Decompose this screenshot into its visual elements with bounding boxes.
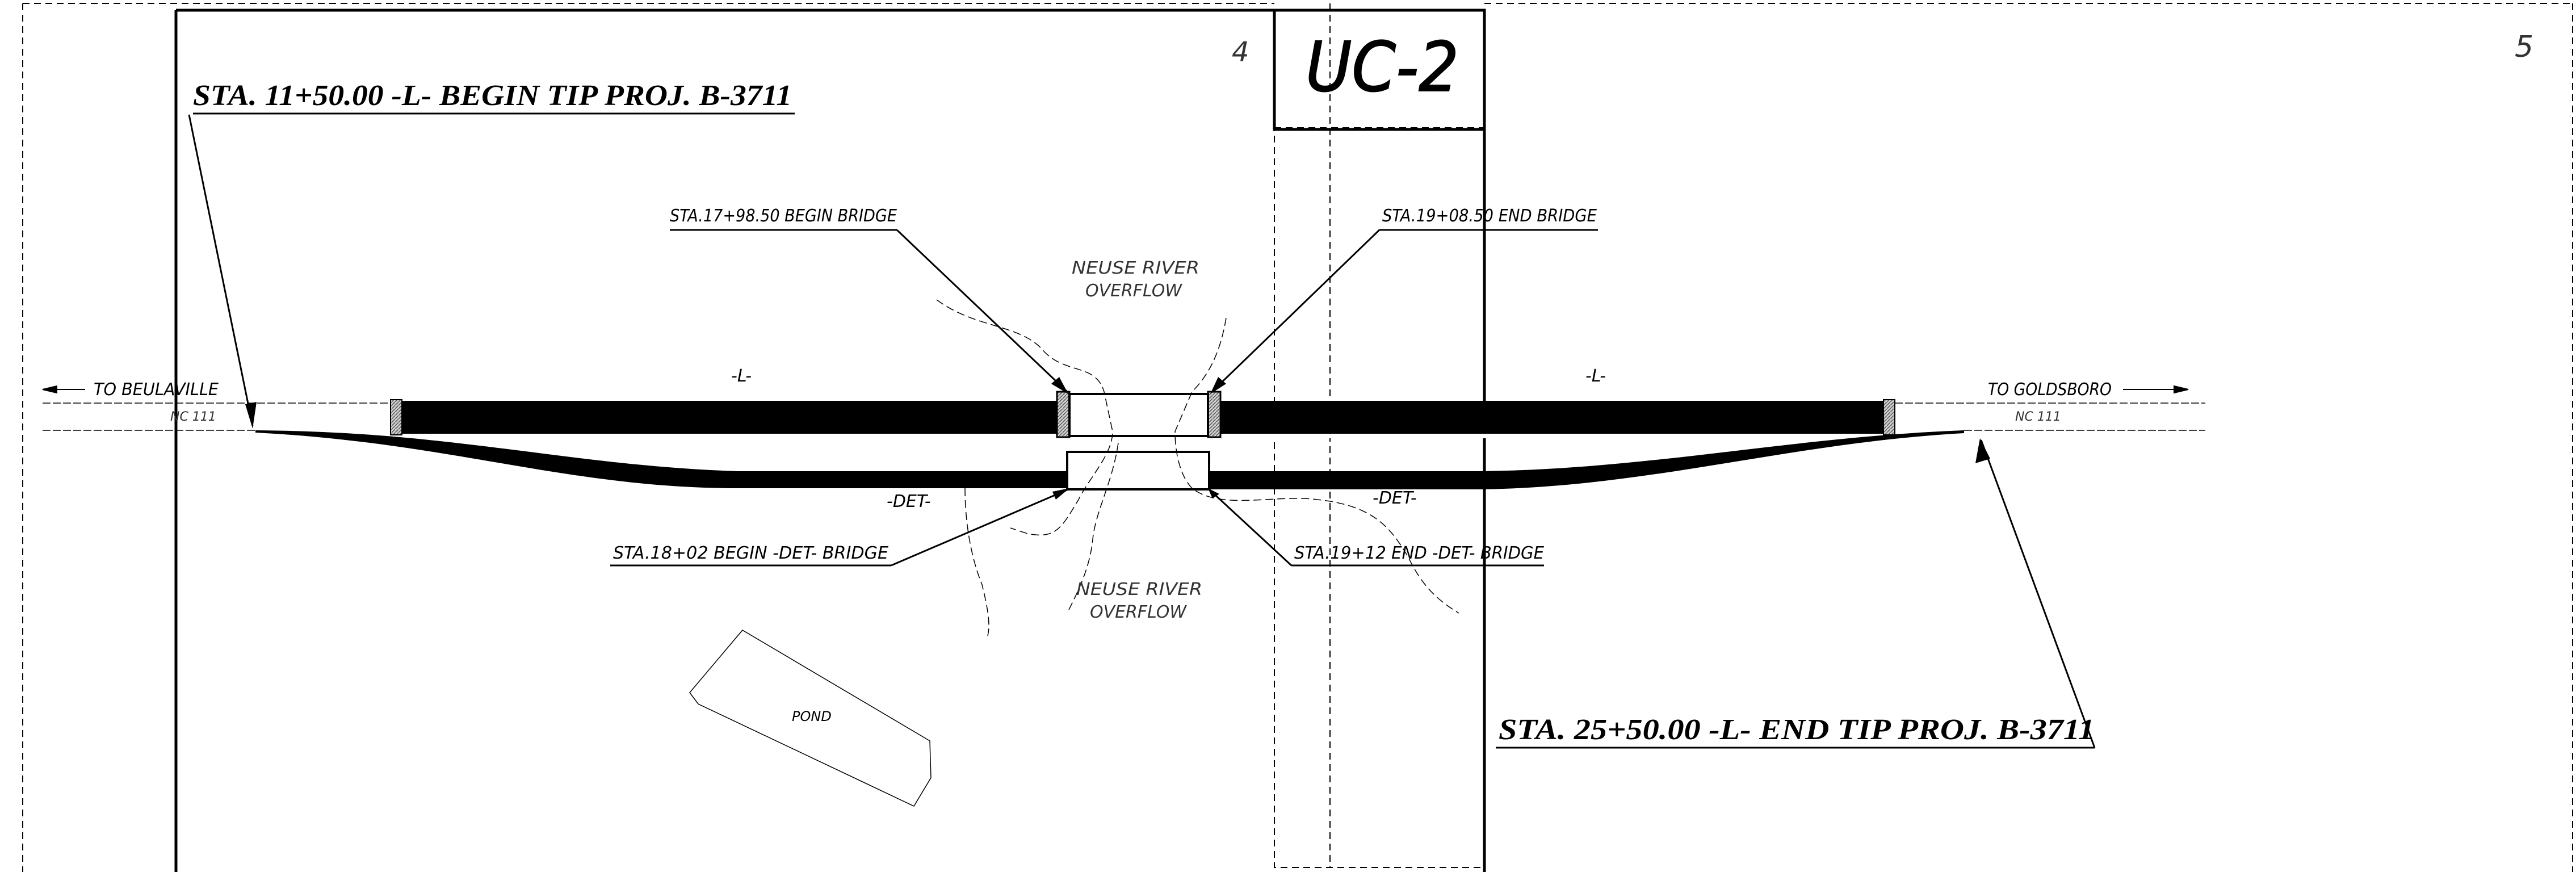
mainline-roadway-east — [1220, 401, 1883, 434]
begin-bridge-station: STA.17+98.50 BEGIN BRIDGE — [670, 206, 897, 226]
direction-west-label: TO BEULAVILLE — [94, 380, 219, 400]
end-project-station: STA. 25+50.00 -L- END TIP PROJ. B-3711 — [1499, 714, 2095, 746]
river-overflow-boundary — [936, 299, 1459, 636]
detour-roadway — [255, 430, 1067, 488]
end-det-bridge-station: STA.19+12 END -DET- BRIDGE — [1294, 543, 1544, 563]
end-bridge-station: STA.19+08.50 END BRIDGE — [1382, 206, 1597, 226]
route-label-west: NC 111 — [170, 410, 216, 424]
detour-label-west: -DET- — [887, 492, 931, 512]
direction-arrows — [42, 385, 2189, 394]
bridge-end-bent-east — [1207, 391, 1222, 438]
river-label-north-line1: NEUSE RIVER — [1072, 258, 1199, 278]
mainline-label-east: -L- — [1585, 366, 1606, 386]
mainline-roadway-west — [393, 401, 1057, 434]
detour-label-east: -DET- — [1373, 488, 1417, 508]
detour-bridge — [1066, 451, 1210, 491]
detour-roadway-east — [1209, 430, 1964, 489]
mainline-bridge — [1068, 393, 1209, 437]
direction-east-label: TO GOLDSBORO — [1988, 380, 2112, 400]
route-label-east: NC 111 — [2015, 410, 2061, 424]
river-label-north-line2: OVERFLOW — [1085, 281, 1182, 301]
begin-det-bridge-station: STA.18+02 BEGIN -DET- BRIDGE — [613, 543, 888, 563]
approach-slab-west — [390, 399, 402, 435]
existing-road-edges — [43, 403, 2205, 431]
begin-project-station: STA. 11+50.00 -L- BEGIN TIP PROJ. B-3711 — [193, 79, 792, 112]
approach-slab-east — [1883, 399, 1895, 435]
pond-outline — [689, 630, 932, 807]
river-label-south-line2: OVERFLOW — [1090, 602, 1187, 622]
mainline-label-west: -L- — [731, 366, 752, 386]
sheet-id: UC-2 — [1306, 28, 1459, 107]
sheet-frame — [174, 9, 1486, 872]
sheet-id-box — [1273, 9, 1486, 131]
bridge-end-bent-west — [1056, 391, 1071, 438]
river-label-south-line1: NEUSE RIVER — [1076, 580, 1202, 600]
sheet-number-left: 4 — [1232, 36, 1249, 68]
pond-label: POND — [792, 708, 832, 724]
leader-lines — [188, 112, 2096, 749]
sheet-number-right: 5 — [2515, 30, 2533, 64]
leader-arrowheads — [245, 377, 1990, 500]
